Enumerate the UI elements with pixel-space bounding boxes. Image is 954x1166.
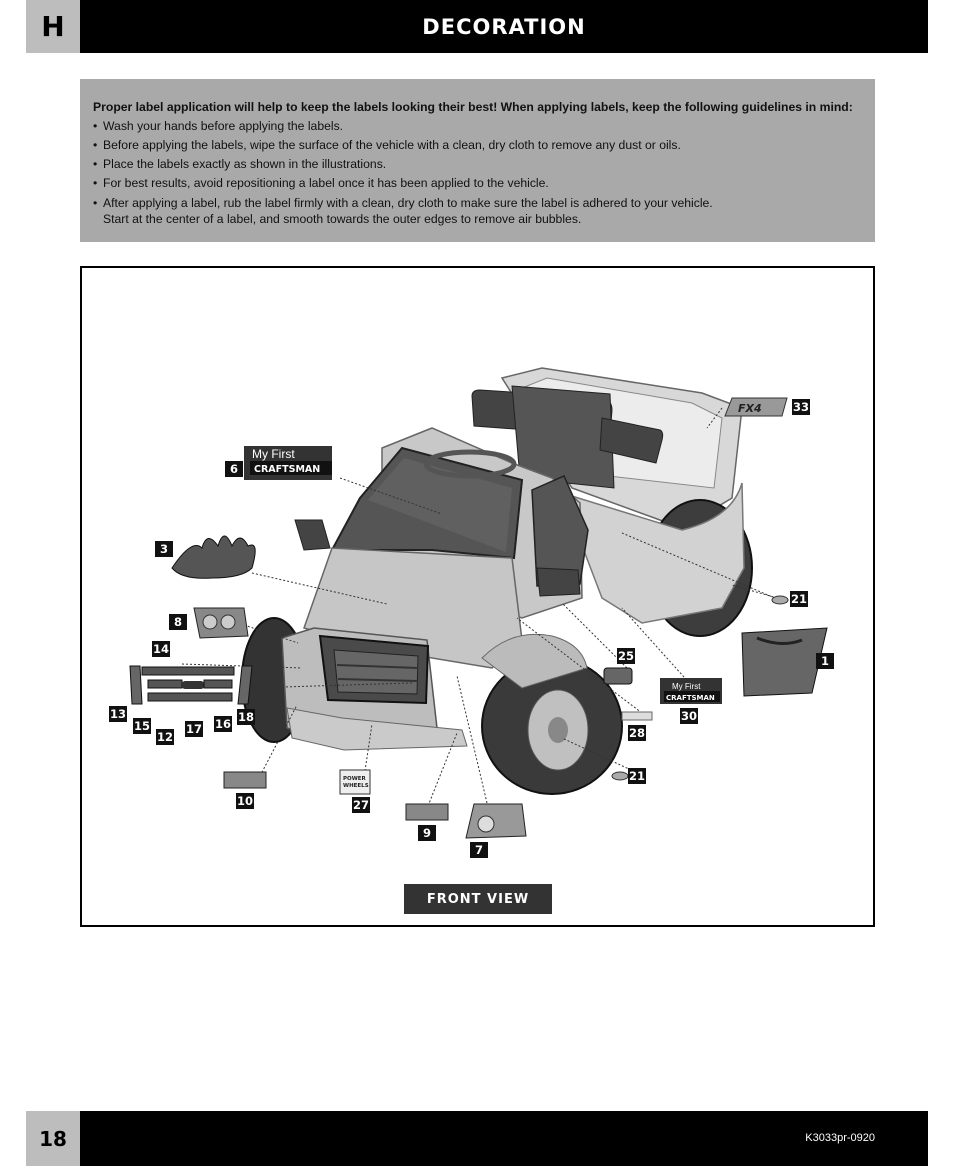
callout-13: 13 — [109, 706, 127, 722]
callout-10: 10 — [236, 793, 254, 809]
decal-text-wheels: WHEELS — [343, 783, 369, 789]
decal-text-my-first: My First — [252, 447, 295, 461]
callout-12: 12 — [156, 729, 174, 745]
callout-1: 1 — [816, 653, 834, 669]
document-code: K3033pr-0920 — [805, 1132, 875, 1144]
callout-16: 16 — [214, 716, 232, 732]
guidelines-lead: Proper label application will help to ke… — [93, 100, 853, 114]
decal-28 — [621, 711, 653, 721]
page-number: 18 — [26, 1111, 80, 1166]
grille-decals — [129, 665, 253, 705]
guideline-item: Place the labels exactly as shown in the… — [93, 155, 862, 174]
decal-8 — [193, 607, 249, 639]
decal-21b — [611, 771, 629, 781]
decal-3 — [171, 535, 256, 579]
section-header: H DECORATION — [26, 0, 928, 53]
callout-18: 18 — [237, 709, 255, 725]
callout-28: 28 — [628, 725, 646, 741]
decal-25 — [603, 667, 633, 685]
page-footer: 18 K3033pr-0920 — [26, 1111, 928, 1166]
decal-21a — [771, 595, 789, 605]
callout-14: 14 — [152, 641, 170, 657]
callout-8: 8 — [169, 614, 187, 630]
guideline-text: After applying a label, rub the label fi… — [103, 195, 713, 210]
decal-7 — [465, 803, 527, 839]
decal-6 — [244, 446, 332, 480]
guidelines-box: Proper label application will help to ke… — [80, 79, 875, 242]
decal-text-fx4: FX4 — [738, 402, 762, 415]
decal-10 — [223, 771, 267, 789]
callout-21-rear: 21 — [790, 591, 808, 607]
decal-27 — [339, 769, 371, 795]
callout-21-front: 21 — [628, 768, 646, 784]
decal-text-brand: CRAFTSMAN — [254, 464, 320, 475]
section-letter: H — [26, 0, 80, 53]
decoration-diagram: My First CRAFTSMAN FX4 My First CRAFTSMA… — [80, 266, 875, 927]
decal-9 — [405, 803, 449, 821]
callout-30: 30 — [680, 708, 698, 724]
guideline-item: After applying a label, rub the label fi… — [93, 195, 862, 228]
decal-30 — [660, 678, 722, 704]
decal-1 — [741, 627, 828, 697]
guideline-item: Before applying the labels, wipe the sur… — [93, 136, 862, 155]
callout-6: 6 — [225, 461, 243, 477]
callout-27: 27 — [352, 797, 370, 813]
decal-text-brand-2: CRAFTSMAN — [666, 694, 715, 702]
section-title: DECORATION — [422, 14, 586, 39]
guidelines-list: Wash your hands before applying the labe… — [93, 117, 862, 228]
callout-17: 17 — [185, 721, 203, 737]
front-view-caption: FRONT VIEW — [404, 884, 552, 914]
truck-illustration: My First CRAFTSMAN FX4 My First CRAFTSMA… — [129, 367, 828, 839]
callout-7: 7 — [470, 842, 488, 858]
callout-3: 3 — [155, 541, 173, 557]
decal-33 — [724, 397, 788, 417]
callout-9: 9 — [418, 825, 436, 841]
guideline-item: Wash your hands before applying the labe… — [93, 117, 862, 136]
callout-25: 25 — [617, 648, 635, 664]
callout-33: 33 — [792, 399, 810, 415]
decal-text-power: POWER — [343, 776, 367, 782]
decal-text-my-first-2: My First — [672, 682, 701, 691]
guideline-item: For best results, avoid repositioning a … — [93, 174, 862, 193]
callout-15: 15 — [133, 718, 151, 734]
guideline-text-continued: Start at the center of a label, and smoo… — [103, 212, 582, 226]
